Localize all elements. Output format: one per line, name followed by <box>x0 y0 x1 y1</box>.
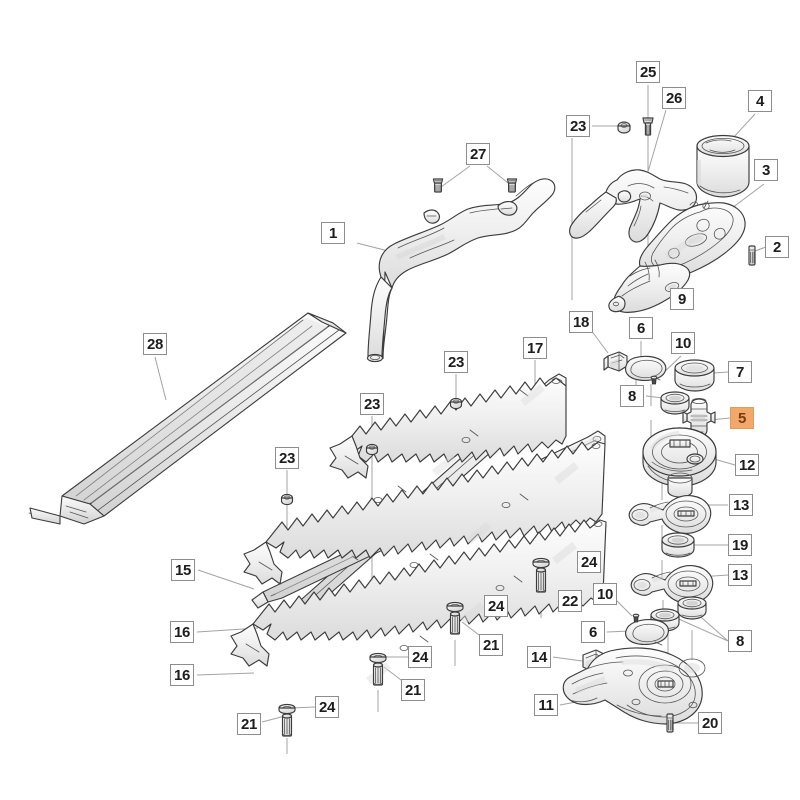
callout-24[interactable]: 24 <box>408 646 433 668</box>
callout-6[interactable]: 6 <box>581 621 605 643</box>
part-conrod-lower <box>630 565 714 604</box>
callout-10[interactable]: 10 <box>671 332 696 354</box>
callout-1[interactable]: 1 <box>321 222 345 244</box>
part-pin-upper <box>650 375 658 385</box>
callout-25[interactable]: 25 <box>636 61 661 83</box>
callout-2[interactable]: 2 <box>765 236 789 258</box>
callout-28[interactable]: 28 <box>143 333 168 355</box>
part-screw-top <box>642 117 654 136</box>
part-screw-right <box>748 245 756 266</box>
callout-24[interactable]: 24 <box>577 551 602 573</box>
part-bushing-cup <box>696 134 750 198</box>
part-pin-lower <box>632 613 640 623</box>
callout-11[interactable]: 11 <box>534 694 558 716</box>
part-cutter-blade-upper <box>329 377 567 503</box>
callout-23[interactable]: 23 <box>566 115 591 137</box>
part-lower-housing <box>562 647 706 725</box>
callout-17[interactable]: 17 <box>523 337 548 359</box>
callout-22[interactable]: 22 <box>558 590 583 612</box>
callout-26[interactable]: 26 <box>662 87 687 109</box>
callout-8[interactable]: 8 <box>620 385 644 407</box>
part-pinion-shaft <box>682 397 716 438</box>
part-blade-scabbard <box>28 312 347 525</box>
part-eccentric-gear <box>642 427 717 498</box>
callout-16[interactable]: 16 <box>170 621 195 643</box>
callout-21[interactable]: 21 <box>237 713 262 735</box>
callout-23[interactable]: 23 <box>444 351 469 373</box>
callout-4[interactable]: 4 <box>748 90 772 112</box>
callout-7[interactable]: 7 <box>728 361 752 383</box>
part-handle-tube <box>366 178 556 363</box>
callout-18[interactable]: 18 <box>569 311 594 333</box>
part-washer-spacer <box>661 532 695 558</box>
part-nuts-23 <box>280 397 463 506</box>
callout-5-highlighted[interactable]: 5 <box>730 407 754 429</box>
callout-6[interactable]: 6 <box>629 317 653 339</box>
part-bearing-ring <box>674 359 715 392</box>
callout-21[interactable]: 21 <box>401 679 426 701</box>
callout-24[interactable]: 24 <box>484 595 509 617</box>
callout-10[interactable]: 10 <box>593 583 618 605</box>
callout-20[interactable]: 20 <box>698 712 723 734</box>
part-retaining-ring-lower <box>625 618 669 646</box>
callout-9[interactable]: 9 <box>670 288 694 310</box>
part-gearbox-housing <box>608 200 746 313</box>
callout-12[interactable]: 12 <box>735 454 760 476</box>
callout-13[interactable]: 13 <box>728 564 753 586</box>
part-cutter-blade-16b <box>230 519 607 684</box>
part-bolt-21c <box>281 713 293 737</box>
part-bolt-21b <box>372 662 384 686</box>
callout-13[interactable]: 13 <box>729 494 754 516</box>
part-nut-top <box>617 121 631 134</box>
callout-19[interactable]: 19 <box>728 534 753 556</box>
callout-24[interactable]: 24 <box>315 696 340 718</box>
callout-15[interactable]: 15 <box>171 559 196 581</box>
callout-14[interactable]: 14 <box>527 646 552 668</box>
part-bolt-21a <box>449 611 461 635</box>
part-bearing-upper <box>660 391 690 415</box>
part-conrod-upper <box>628 495 712 534</box>
callout-3[interactable]: 3 <box>754 159 778 181</box>
callout-27[interactable]: 27 <box>466 143 491 165</box>
part-fan-bracket <box>569 169 698 243</box>
part-cutter-blade-16a <box>243 441 606 604</box>
callout-16[interactable]: 16 <box>170 664 195 686</box>
part-bearings-pair <box>650 596 707 632</box>
callout-8[interactable]: 8 <box>728 630 752 652</box>
part-bolt-22 <box>535 567 547 593</box>
callout-21[interactable]: 21 <box>479 634 504 656</box>
part-retaining-ring-upper <box>625 355 667 382</box>
part-screw-bottom <box>666 713 674 733</box>
callout-23[interactable]: 23 <box>360 393 385 415</box>
part-handle-screws <box>432 178 518 193</box>
part-cable-clip <box>603 351 628 372</box>
part-washers-bolts <box>278 557 550 737</box>
callout-23[interactable]: 23 <box>275 447 300 469</box>
